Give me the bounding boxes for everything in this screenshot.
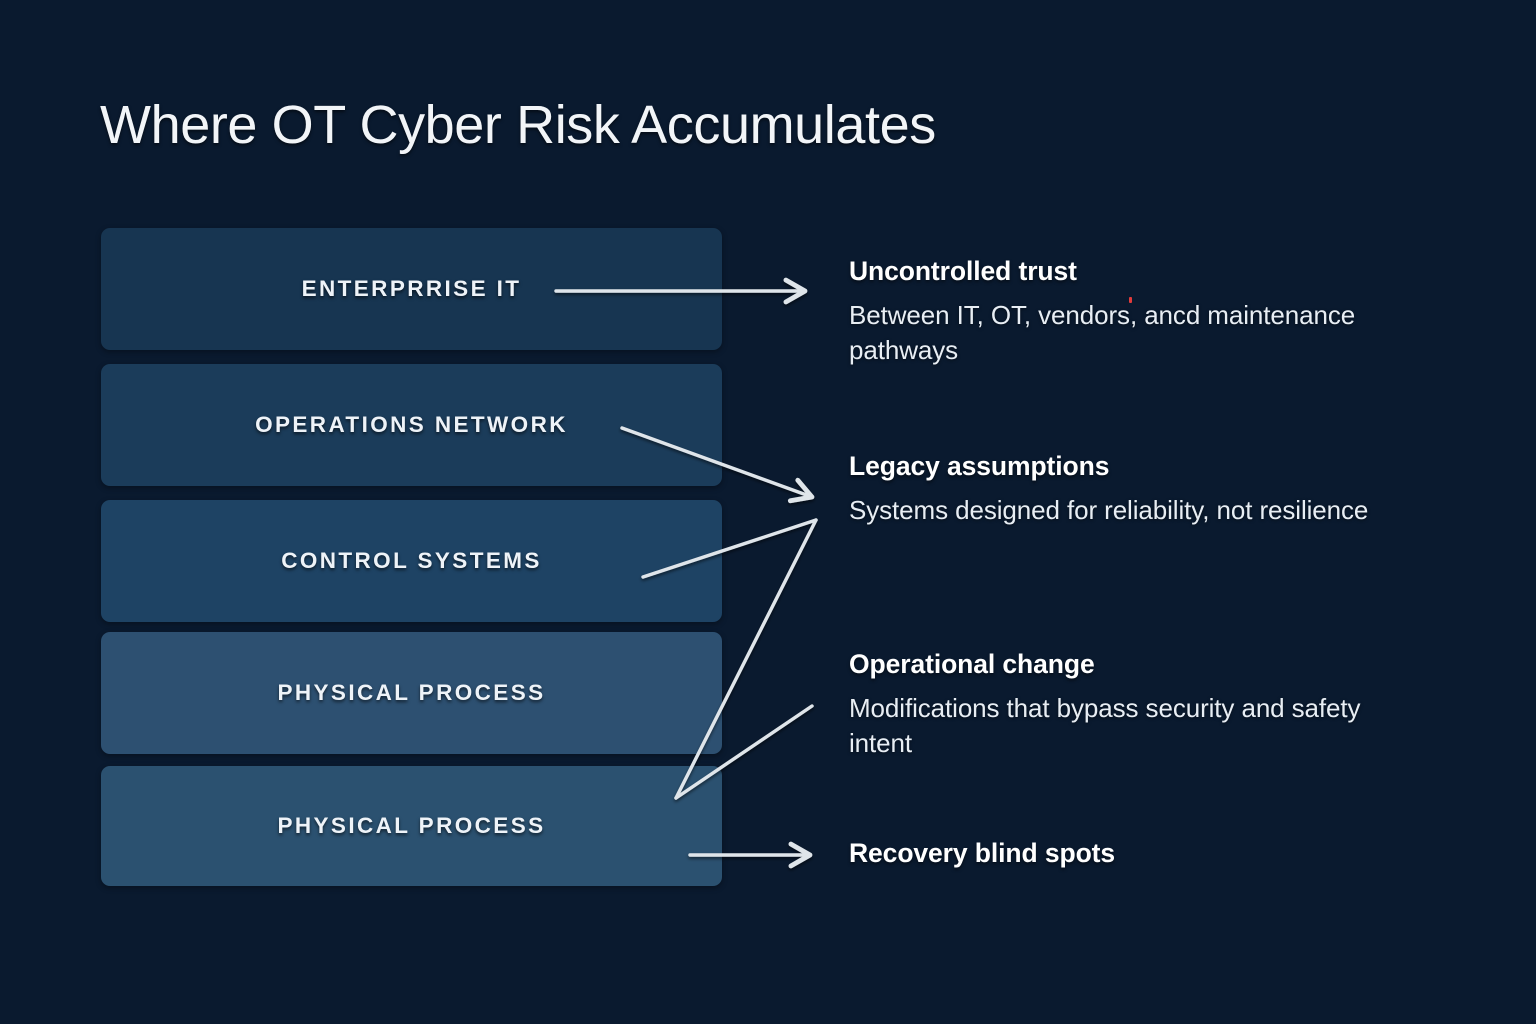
operations-network-to-legacy-assumptions-arrowhead <box>787 477 815 504</box>
red-speck-artifact: s <box>1117 300 1130 331</box>
annotation-title: Legacy assumptions <box>849 451 1110 481</box>
annotation-body: Systems designed for reliability, not re… <box>849 495 1369 526</box>
layer-bar-3[interactable]: CONTROL SYSTEMS <box>101 500 722 622</box>
enterprise-it-to-uncontrolled-trust-arrowhead <box>783 277 808 305</box>
layer-bar-label: ENTERPRRISE IT <box>301 276 522 301</box>
layer-bar-4[interactable]: PHYSICAL PROCESS <box>101 632 722 754</box>
annotation-title: Operational change <box>849 649 1095 679</box>
layer-bar-1[interactable]: ENTERPRRISE IT <box>101 228 722 350</box>
layer-bar-2[interactable]: OPERATIONS NETWORK <box>101 364 722 486</box>
physical-process-to-recovery-blind-spots-arrowhead <box>788 841 813 869</box>
layer-bar-label: PHYSICAL PROCESS <box>277 680 546 705</box>
annotation-body: Between IT, OT, vendors, ancd maintenanc… <box>849 300 1356 365</box>
annotation-title: Uncontrolled trust <box>849 256 1077 286</box>
page-title: Where OT Cyber Risk Accumulates <box>100 95 936 155</box>
annotation-title: Recovery blind spots <box>849 838 1116 868</box>
layer-stack: ENTERPRRISE IT OPERATIONS NETWORK CONTROL … <box>101 228 722 886</box>
layer-bar-label: PHYSICAL PROCESS <box>277 813 546 838</box>
annotation-body: Modifications that bypass security and s… <box>849 693 1361 758</box>
layer-bar-label: CONTROL SYSTEMS <box>281 548 542 573</box>
layer-bar-5[interactable]: PHYSICAL PROCESS <box>101 766 722 886</box>
layer-bar-label: OPERATIONS NETWORK <box>255 412 568 437</box>
annotation-item: Recovery blind spots <box>849 838 1389 868</box>
